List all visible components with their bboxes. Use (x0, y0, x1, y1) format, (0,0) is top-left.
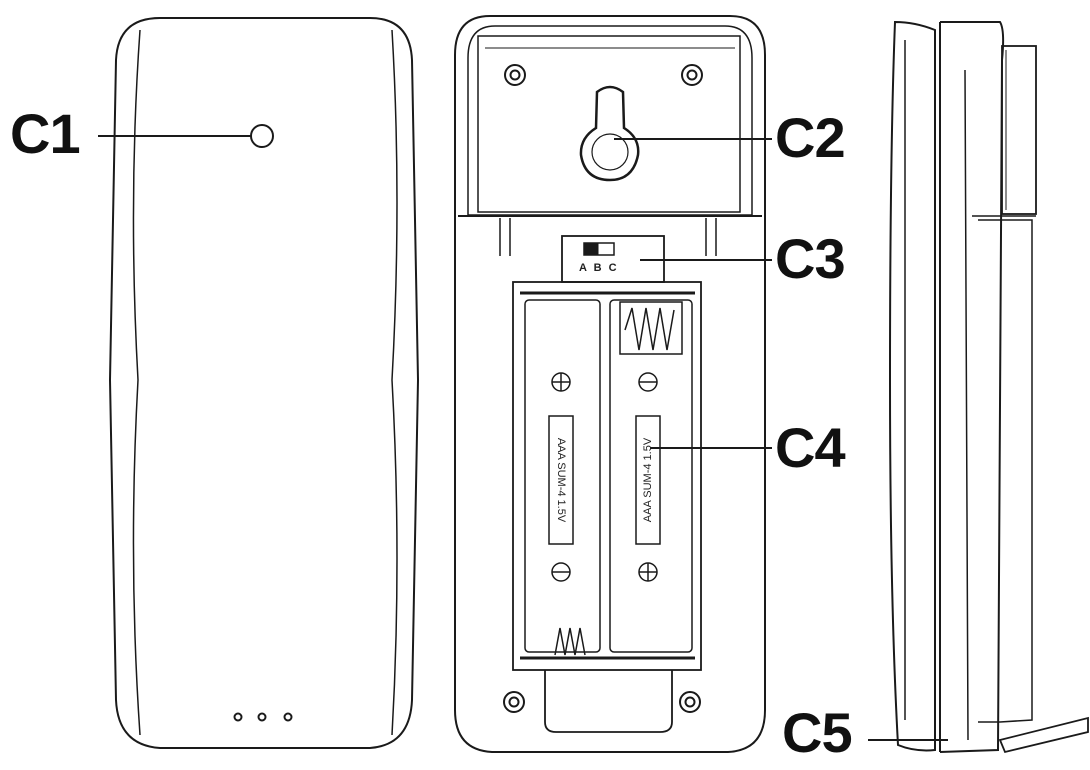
front-inner-contour (132, 29, 141, 736)
switch-labels: A B C (579, 262, 619, 274)
mounting-plate (477, 35, 741, 213)
screw-bottom-right-inner (684, 696, 696, 708)
compartment-clip-right (705, 218, 717, 256)
side-mounting-plate (1001, 45, 1037, 215)
minus-icon (638, 372, 658, 392)
vent-hole-1 (233, 712, 243, 722)
front-housing-outline (108, 17, 420, 749)
back-inner-outline (467, 25, 753, 216)
screw-bottom-right-icon (679, 691, 701, 713)
callout-c1: C1 (10, 102, 81, 165)
plus-icon (551, 372, 571, 392)
stand-leg-icon (998, 716, 1089, 754)
screw-top-right-icon (681, 64, 703, 86)
battery-door-tab (544, 670, 673, 733)
screw-bottom-left-inner (508, 696, 520, 708)
screw-bottom-left-icon (503, 691, 525, 713)
spring-top-icon (624, 307, 675, 351)
side-housing-back (939, 21, 1005, 753)
plus-icon (638, 562, 658, 582)
battery-right-label: AAA SUM-4 1.5V (642, 437, 654, 523)
spring-bottom-icon (554, 627, 586, 656)
switch-knob (583, 242, 599, 256)
screw-top-left-inner (509, 69, 521, 81)
screw-top-right-inner (686, 69, 698, 81)
battery-label-box-right (635, 415, 661, 545)
keyhole-hollow (591, 133, 629, 171)
side-battery-door (978, 219, 1033, 723)
spring-contact-top (619, 301, 683, 355)
side-edge-detail (904, 40, 969, 741)
back-housing-outline (454, 15, 766, 753)
led-indicator-icon (250, 124, 274, 148)
side-view (888, 20, 1089, 754)
battery-bay (512, 281, 702, 671)
callout-c2: C2 (775, 106, 846, 169)
front-inner-contour-right (391, 29, 398, 736)
leader-lines (98, 135, 948, 741)
screw-top-left-icon (504, 64, 526, 86)
side-housing-front (888, 20, 936, 752)
callout-c4: C4 (775, 416, 846, 479)
battery-left-label: AAA SUM-4 1.5V (555, 437, 567, 523)
vent-hole-2 (257, 712, 267, 722)
front-view (108, 17, 420, 749)
vent-hole-3 (283, 712, 293, 722)
compartment-clip-left (499, 218, 511, 256)
battery-slot-left (524, 299, 601, 653)
back-view (454, 15, 766, 753)
battery-label-box-left (548, 415, 574, 545)
battery-slot-right (609, 299, 693, 653)
callout-c5: C5 (782, 701, 853, 764)
keyhole-icon (579, 85, 640, 182)
minus-icon (551, 562, 571, 582)
callout-c3: C3 (775, 227, 846, 290)
